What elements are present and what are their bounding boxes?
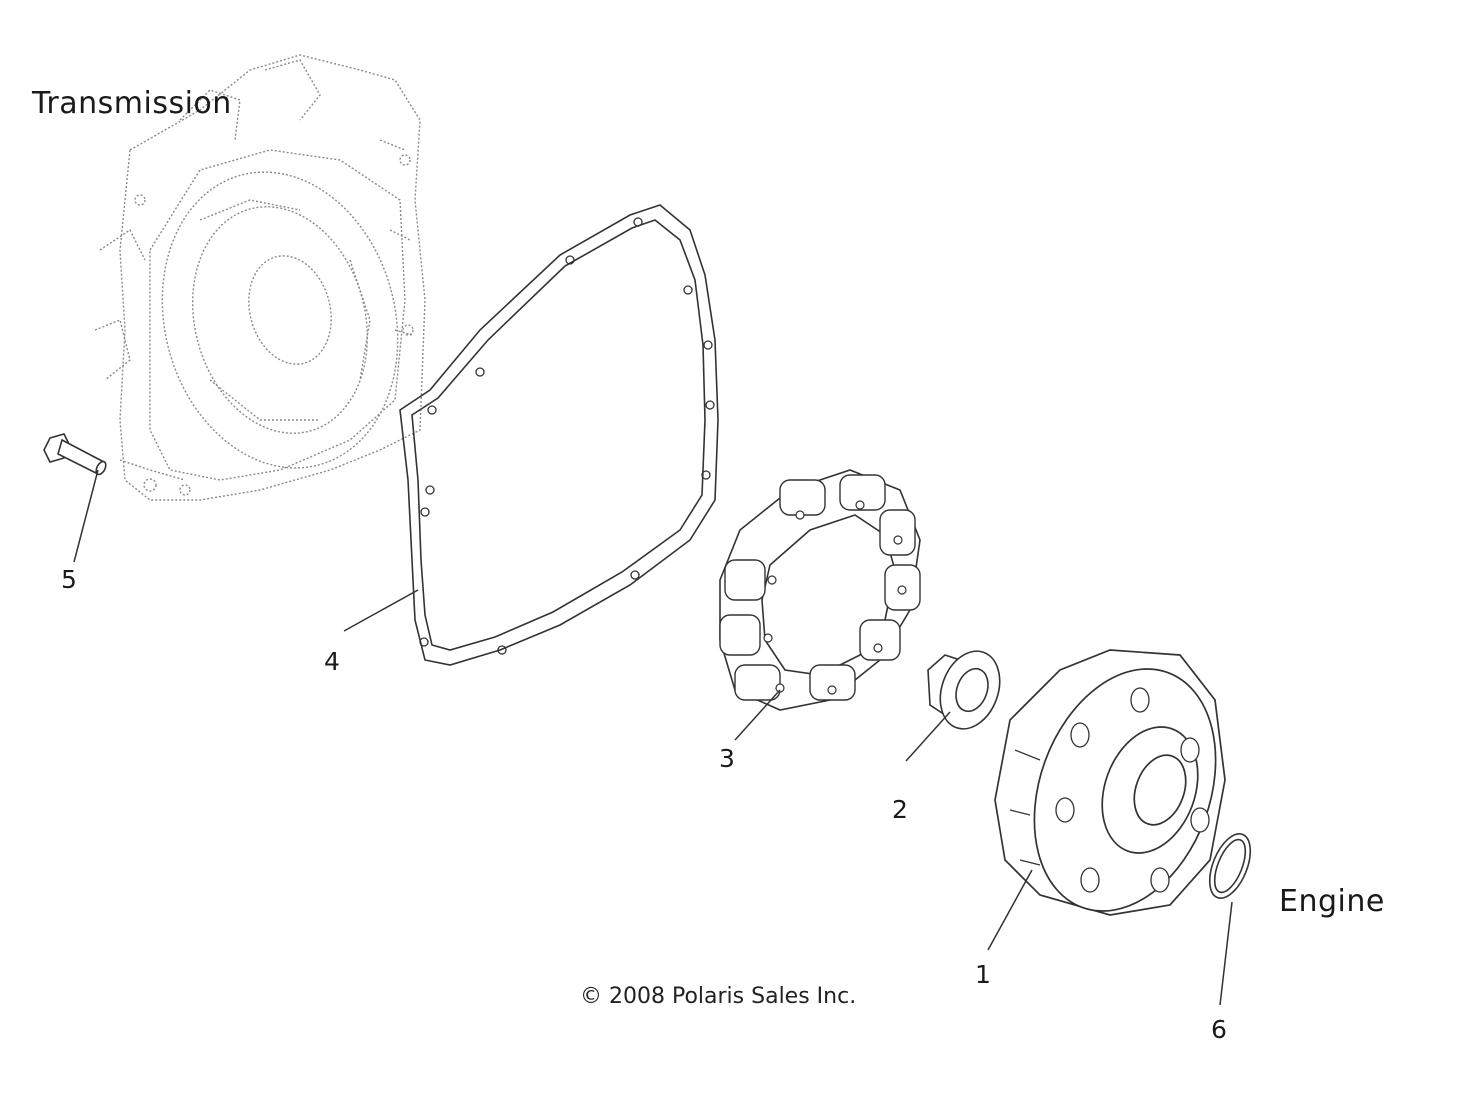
damper-coupler-part xyxy=(720,470,920,710)
engine-label: Engine xyxy=(1279,884,1385,919)
copyright-text: © 2008 Polaris Sales Inc. xyxy=(580,984,857,1009)
callout-3: 3 xyxy=(719,744,735,773)
bolt-part xyxy=(44,434,108,476)
callout-5: 5 xyxy=(61,565,77,594)
drive-hub-part xyxy=(995,643,1248,936)
transmission-label: Transmission xyxy=(32,86,232,121)
gasket-part xyxy=(400,205,718,665)
leader-lines xyxy=(74,470,1232,1005)
snap-ring-part xyxy=(1202,828,1259,904)
callout-1: 1 xyxy=(975,960,991,989)
transmission-housing xyxy=(95,55,430,500)
callout-4: 4 xyxy=(324,647,340,676)
nut-spacer-part xyxy=(928,643,1010,737)
callout-6: 6 xyxy=(1211,1015,1227,1044)
callout-2: 2 xyxy=(892,795,908,824)
